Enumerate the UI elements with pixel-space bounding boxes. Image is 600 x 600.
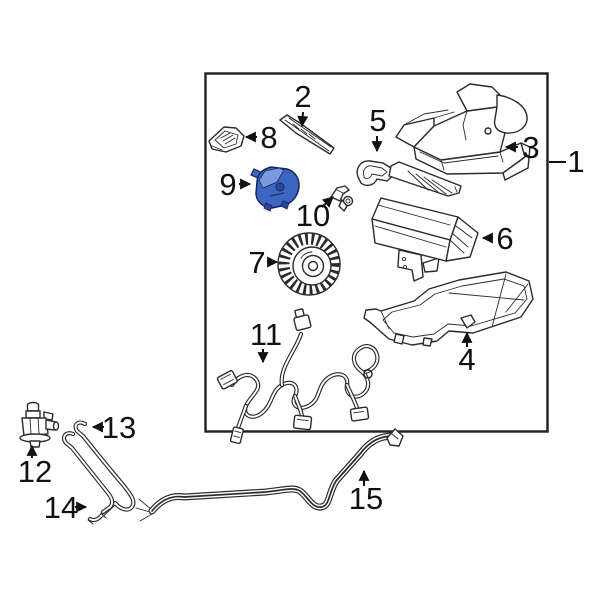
callout-label-5[interactable]: 5 [369, 103, 386, 138]
callout-6: 6 [481, 221, 514, 256]
part-7-blower-wheel-drawing [277, 232, 341, 296]
callout-5: 5 [369, 103, 387, 153]
callout-15: 15 [349, 469, 383, 516]
callout-label-11[interactable]: 11 [250, 317, 282, 352]
callout-1: 1 [549, 144, 585, 179]
part-8-pad-bracket-drawing [208, 126, 245, 153]
part-11-wiring-harness-drawing [216, 308, 380, 445]
callout-label-4[interactable]: 4 [458, 342, 475, 377]
callout-7: 7 [248, 245, 279, 280]
callout-label-14[interactable]: 14 [44, 490, 78, 525]
callout-label-2[interactable]: 2 [294, 79, 311, 114]
callout-label-13[interactable]: 13 [102, 410, 136, 445]
callout-2: 2 [294, 79, 312, 128]
part-15-tube-assembly-drawing [135, 428, 404, 522]
part-12-valve-drawing [19, 401, 60, 448]
callout-11: 11 [250, 317, 282, 364]
part-9-actuator-highlighted-drawing[interactable] [250, 166, 300, 212]
callout-label-12[interactable]: 12 [18, 454, 52, 489]
callout-14: 14 [44, 490, 88, 525]
callout-2-arrow [297, 111, 309, 128]
assembly-boundary-box [204, 72, 549, 433]
callout-label-8[interactable]: 8 [260, 120, 277, 155]
callout-label-9[interactable]: 9 [219, 167, 236, 202]
callout-3: 3 [504, 130, 540, 165]
part-2-seal-strip-drawing [279, 114, 335, 155]
part-10-clip-bracket-drawing [330, 185, 354, 212]
part-6-case-unit-drawing [371, 197, 479, 282]
callout-10-arrow [321, 196, 334, 208]
callout-10: 10 [296, 196, 334, 233]
callout-label-3[interactable]: 3 [522, 130, 539, 165]
part-5-duct-bracket-drawing [356, 160, 462, 197]
callout-label-7[interactable]: 7 [248, 245, 265, 280]
callout-label-10[interactable]: 10 [296, 198, 330, 233]
callout-13: 13 [91, 410, 136, 445]
callout-8: 8 [244, 120, 278, 155]
part-13-14-heater-pipes-drawing [61, 420, 136, 525]
callout-4: 4 [458, 331, 476, 377]
callout-label-6[interactable]: 6 [496, 221, 513, 256]
part-4-tray-bracket-drawing [363, 271, 534, 347]
callout-12: 12 [18, 444, 52, 489]
part-3-duct-housing-drawing [395, 83, 531, 181]
callout-label-15[interactable]: 15 [349, 481, 383, 516]
callout-label-1[interactable]: 1 [567, 144, 584, 179]
callout-9: 9 [219, 167, 252, 202]
